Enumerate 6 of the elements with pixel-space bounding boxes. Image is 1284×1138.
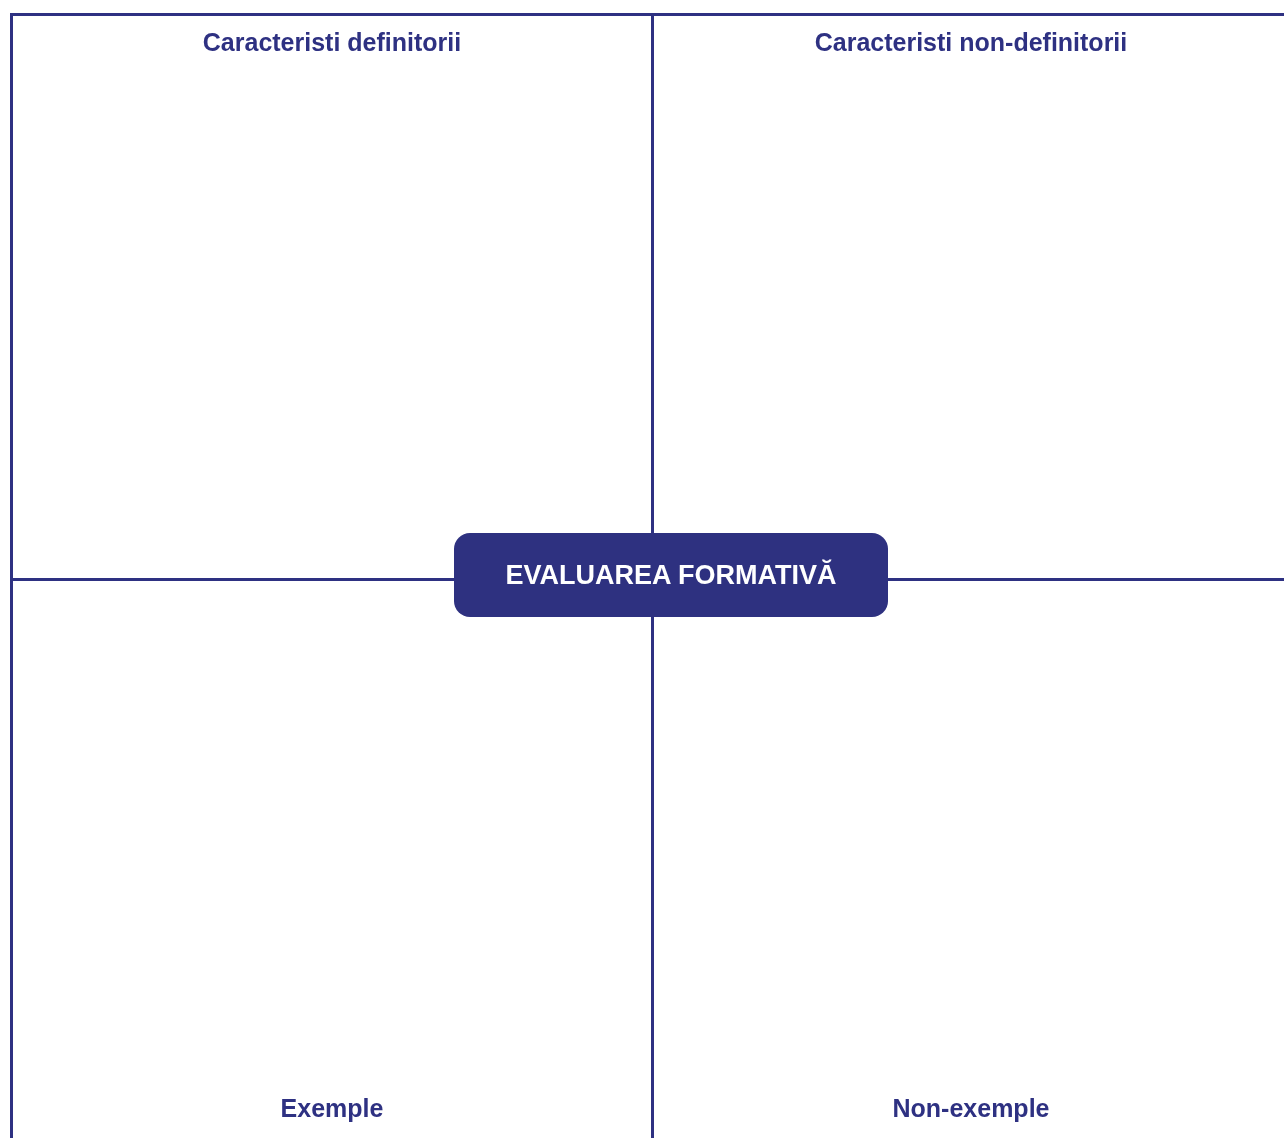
central-term-box bbox=[454, 533, 888, 617]
quadrant-heading: Caracteristi non-definitorii bbox=[814, 28, 1128, 57]
quadrant-heading: Non-exemple bbox=[892, 1094, 1050, 1123]
central-term: EVALUAREA FORMATIVĂ bbox=[505, 559, 837, 591]
quadrant-heading: Caracteristi definitorii bbox=[202, 28, 462, 57]
quadrant-heading: Exemple bbox=[280, 1094, 384, 1123]
